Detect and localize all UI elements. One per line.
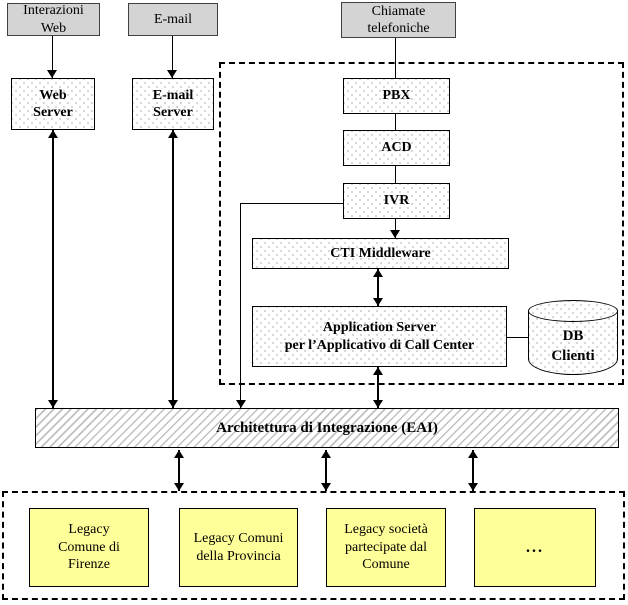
arrowhead-legacy1-to-eai	[174, 450, 184, 458]
connector-emailserver-eai	[172, 130, 174, 408]
connector-eai-legacy-2	[325, 450, 327, 491]
connector-pbx-to-acd	[395, 114, 396, 130]
pbx-box: PBX	[343, 78, 450, 114]
connector-phone-to-pbx	[395, 38, 396, 78]
arrowhead-eai-to-appserver	[373, 367, 383, 375]
arrowhead-cti-to-appserver	[373, 298, 383, 306]
application-server-box: Application Server per l’Applicativo di …	[252, 306, 507, 367]
acd-label: ACD	[381, 140, 412, 156]
connector-acd-to-ivr	[395, 166, 396, 183]
connector-ivr-to-eai	[240, 203, 241, 408]
eai-bar: Architettura di Integrazione (EAI)	[35, 408, 619, 448]
legacy-partecipate-box: Legacy società partecipate dal Comune	[326, 508, 446, 587]
arrowhead-web-to-webserver	[47, 70, 57, 78]
connector-email-to-emailserver	[172, 36, 173, 78]
telephony-dashed-region	[219, 62, 624, 385]
db-clienti-label: DB Clienti	[551, 328, 595, 364]
connector-ivr-to-cti	[395, 219, 396, 238]
channel-web-label: Interazioni Web	[23, 3, 84, 36]
arrowhead-eai-to-legacy1	[174, 483, 184, 491]
db-clienti-cylinder: DB Clienti	[528, 300, 618, 375]
connector-ivr-left-horizontal	[240, 203, 343, 204]
email-server-box: E-mail Server	[132, 78, 214, 130]
connector-appserver-to-db	[507, 337, 528, 338]
cti-middleware-box: CTI Middleware	[252, 238, 509, 269]
arrowhead-legacy3-to-eai	[468, 450, 478, 458]
connector-webserver-eai	[52, 130, 54, 408]
arrowhead-appserver-to-eai	[373, 400, 383, 408]
legacy-other-label: ...	[526, 538, 544, 556]
arrowhead-emailserver-to-eai	[168, 400, 178, 408]
acd-box: ACD	[343, 130, 450, 166]
arrowhead-ivr-to-eai	[236, 400, 246, 408]
pbx-label: PBX	[382, 88, 411, 104]
connector-web-to-webserver	[52, 36, 53, 78]
connector-eai-legacy-1	[178, 450, 180, 491]
connector-appserver-eai	[377, 367, 379, 408]
arrowhead-appserver-to-cti	[373, 269, 383, 277]
channel-email-box: E-mail	[128, 3, 218, 36]
legacy-other-box: ...	[474, 508, 596, 587]
ivr-label: IVR	[383, 193, 410, 209]
legacy-provincia-box: Legacy Comuni della Provincia	[179, 508, 298, 587]
legacy-partecipate-label: Legacy società partecipate dal Comune	[344, 522, 428, 573]
arrowhead-eai-to-legacy2	[321, 483, 331, 491]
legacy-dashed-region	[2, 491, 625, 600]
web-server-label: Web Server	[33, 87, 73, 121]
channel-web-box: Interazioni Web	[7, 3, 100, 36]
arrowhead-eai-to-legacy3	[468, 483, 478, 491]
arrowhead-ivr-to-cti	[390, 230, 400, 238]
channel-email-label: E-mail	[153, 11, 193, 27]
email-server-label: E-mail Server	[152, 87, 194, 121]
db-cylinder-top	[528, 300, 618, 322]
arrowhead-legacy2-to-eai	[321, 450, 331, 458]
arrowhead-webserver-to-eai	[48, 400, 58, 408]
ivr-box: IVR	[343, 183, 450, 219]
application-server-label-line2: per l’Applicativo di Call Center	[284, 337, 475, 353]
legacy-provincia-label: Legacy Comuni della Provincia	[193, 531, 284, 564]
arrowhead-eai-to-webserver	[48, 130, 58, 138]
connector-cti-appserver	[377, 269, 379, 306]
channel-phone-label: Chiamate telefoniche	[367, 3, 430, 37]
channel-phone-box: Chiamate telefoniche	[341, 2, 456, 38]
arrowhead-email-to-emailserver	[167, 70, 177, 78]
cti-middleware-label: CTI Middleware	[330, 245, 431, 261]
legacy-firenze-box: Legacy Comune di Firenze	[29, 508, 149, 587]
application-server-label-line1: Application Server	[322, 320, 437, 335]
web-server-box: Web Server	[11, 78, 95, 130]
legacy-firenze-label: Legacy Comune di Firenze	[58, 522, 120, 573]
connector-eai-legacy-3	[472, 450, 474, 491]
arrowhead-eai-to-emailserver	[168, 130, 178, 138]
eai-label: Architettura di Integrazione (EAI)	[216, 419, 438, 436]
